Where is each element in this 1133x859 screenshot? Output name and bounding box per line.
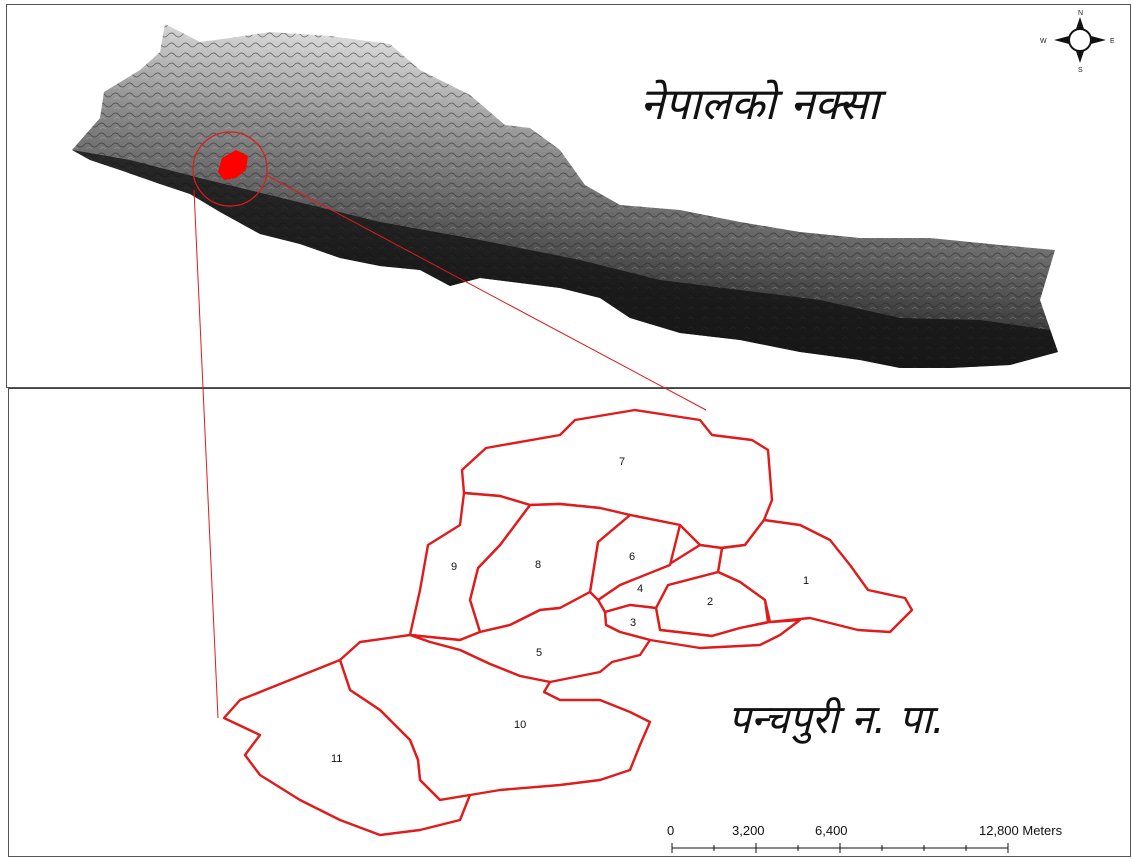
scale-label-12800: 12,800 Meters <box>979 823 1063 838</box>
ward-label-4: 4 <box>637 583 643 595</box>
compass-south: S <box>1078 67 1083 74</box>
nepal-map-frame <box>6 4 1131 388</box>
scale-label-0: 0 <box>667 823 674 838</box>
scale-bar <box>671 843 1009 853</box>
leader-line-left <box>193 189 219 719</box>
ward-label-1: 1 <box>803 575 809 587</box>
location-circle <box>192 131 268 207</box>
compass-north: N <box>1078 10 1083 17</box>
scale-label-6400: 6,400 <box>815 823 848 838</box>
compass-west: W <box>1040 38 1047 45</box>
ward-label-3: 3 <box>630 617 636 629</box>
north-arrow-icon: N S E W <box>1040 10 1115 74</box>
ward-label-6: 6 <box>629 551 635 563</box>
nepal-relief <box>72 24 1058 368</box>
ward-label-8: 8 <box>535 559 541 571</box>
ward-boundaries <box>222 408 914 837</box>
municipality-highlight <box>218 150 248 180</box>
ward-label-5: 5 <box>536 647 542 659</box>
ward-labels: 1 2 3 4 5 6 7 8 9 10 11 <box>331 456 809 765</box>
nepal-map-title: नेपालको नक्सा <box>640 79 880 130</box>
ward-label-9: 9 <box>451 561 457 573</box>
ward-label-10: 10 <box>514 719 526 731</box>
ward-label-7: 7 <box>619 456 625 468</box>
ward-label-11: 11 <box>331 753 342 765</box>
ward-11-polygon <box>222 658 472 837</box>
leader-line-right <box>265 174 707 411</box>
scale-label-3200: 3,200 <box>732 823 765 838</box>
municipality-map-frame <box>8 388 1131 857</box>
compass-east: E <box>1110 38 1115 45</box>
ward-label-2: 2 <box>707 596 713 608</box>
municipality-map-title: पन्चपुरी न. पा. <box>728 697 945 743</box>
